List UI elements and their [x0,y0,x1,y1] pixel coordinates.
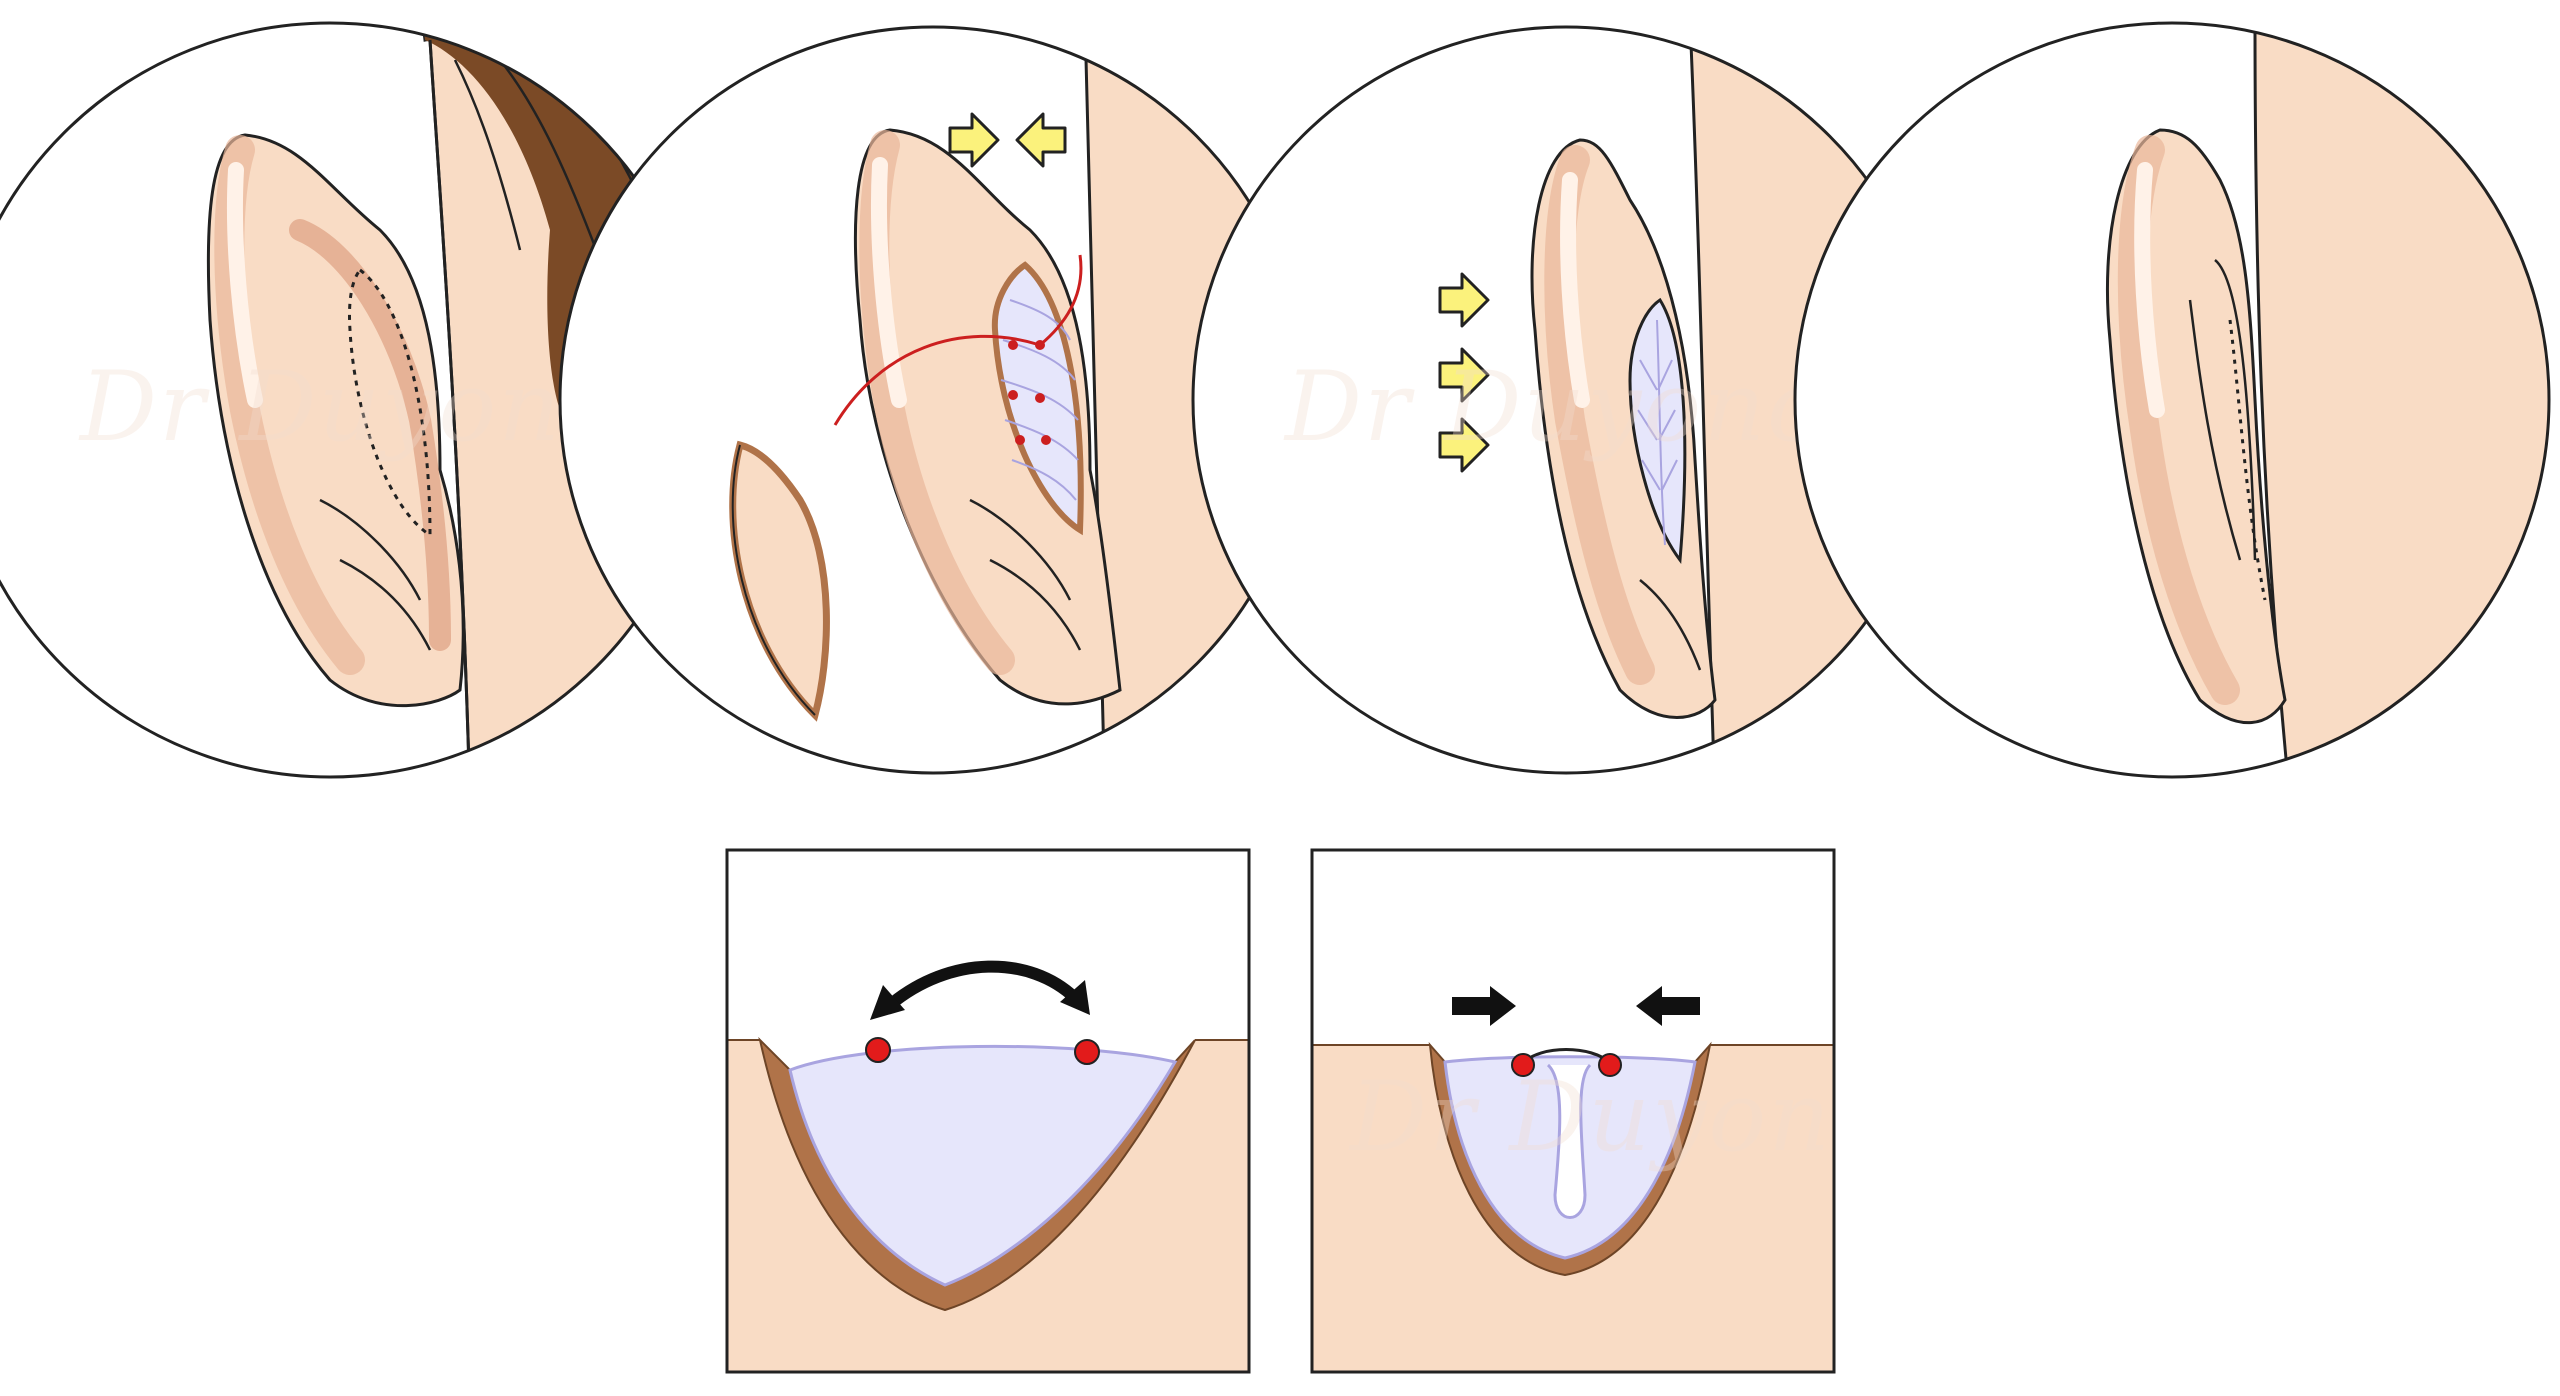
cross-section-before [725,848,1251,1374]
ear-shape [853,128,1122,706]
ear-shape [1530,138,1717,719]
watermark: Dr Duyoncquoy [1348,1061,2131,1173]
tied-suture [1511,1048,1622,1077]
panel-4 [1793,21,2551,779]
dotted-excision-outline [348,267,432,538]
head-skin [2248,23,2549,777]
ear-shape [2105,128,2287,725]
cartilage-section [788,1044,1178,1287]
ear-shape [206,133,465,708]
dotted-scar-line [2228,319,2267,601]
suture-points [865,1037,1100,1065]
suture-thread [833,254,1083,426]
cross-section-after: Dr Duyoncquoy [1310,848,2131,1374]
curved-double-arrow [884,960,1081,1011]
suture-points [1008,340,1051,445]
